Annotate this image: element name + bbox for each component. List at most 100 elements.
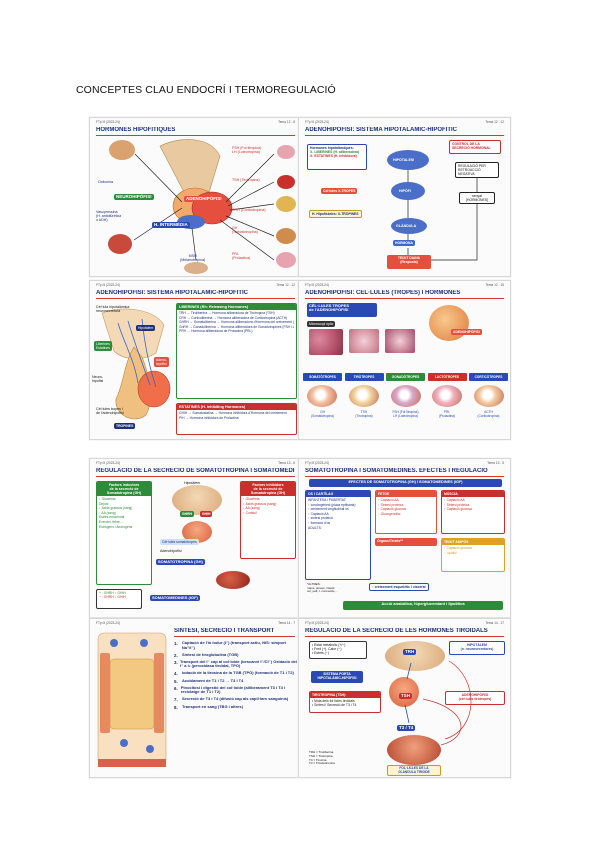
liberina-item: CRH → Corticoliberina → Hormona allibera…: [179, 315, 288, 320]
hipofisi-node: [391, 182, 425, 200]
inhibidors-list: ↑ Glucèmia↑ Àcids grassos (sang)↓ AA (sa…: [241, 496, 295, 516]
adeno-tag: ADENOHIPÒFISI: [451, 329, 482, 335]
fetge-panel: FETGE ↑ Captació AA↑ Síntesi proteica↑ C…: [375, 490, 437, 534]
label-oxitocina: Oxitocina: [98, 180, 113, 184]
estatina-item: PIH → Hormona inhibidora de Prolactina: [179, 415, 239, 420]
pituitary-illustration: [108, 139, 296, 274]
liberines-header: LIBERINES (Rh: Releasing Hormones): [177, 304, 296, 310]
slide-cellules-tropes: FTp III (2023-24)Tema 12 - 15 ADENOHIPÒF…: [298, 280, 511, 440]
hipofisi-label: HIPÒFI: [399, 189, 411, 193]
slide-title: SÍNTESI, SECRECIÓ I TRANSPORT: [174, 628, 295, 637]
inhibidor-item: ↓ AA (sang): [243, 506, 260, 511]
thyroid-drawing: [387, 735, 441, 765]
step-item: 2.Síntesi de tiroglobulina (TGB): [174, 651, 298, 658]
inductor-item: ↓ Àcids grassos (sang): [99, 506, 133, 511]
slide-regulacio-tiroidals: FTp III (2023-24)Tema 14 - 17 REGULACIÓ …: [298, 618, 511, 778]
step-item: 6.Pinocitosi i digestió del col·loide (a…: [174, 685, 298, 695]
slide-tema: Tema 12 - 8: [278, 120, 295, 124]
os-item: ↑ condrogènesi (placa epifisària): [308, 502, 356, 507]
flow-arrows: [407, 170, 478, 261]
accio-banner: Acció anabòlica, hiperglucemiant i lipol…: [343, 601, 503, 610]
hipotalem-node: [387, 150, 429, 170]
adipos-list: ↑ Captació glucosa↑ Lipòlisi: [442, 545, 504, 556]
estatines-header: ESTATINES (H. inhibiting Hormones): [177, 404, 296, 410]
os-item: ADULTS:: [308, 525, 322, 530]
step-text: Acoblament de T1 i T2 → T3 i T4: [182, 677, 244, 683]
slide-efectes-somatotropina: FTp III (2023-24)Tema 13 - 5 SOMATOTROPI…: [298, 458, 511, 618]
inductor-item: Estrògens i Andrògens: [99, 524, 133, 529]
estatines-panel: ESTATINES (H. inhibiting Hormones) GHIH …: [176, 403, 297, 435]
adeno-tag: ADENOHIPÒFISI (cèl·lules tiròtropes): [445, 691, 505, 705]
muscul-item: ↑ Captació glucosa: [444, 507, 472, 512]
hipotalem-tag: HIPOTÀLEM (n. neurosecretores): [449, 641, 505, 655]
step-number: 5.: [174, 678, 178, 684]
micrograph: [309, 329, 343, 355]
slide-hormones-hipofitiques: FTp III (2023-24)Tema 12 - 8 HORMONES HI…: [89, 117, 302, 277]
cell-image: [432, 385, 463, 407]
legend-negative: − : GHRH ↓ GHIH: [99, 595, 126, 599]
cell-type-label: TIRÒTROPES: [344, 373, 384, 381]
cell-images-row: [303, 385, 508, 407]
slide-course: FTp III (2023-24): [96, 283, 120, 287]
os-item: ↑ síntesi proteica: [308, 516, 333, 521]
hipotalem-label: HIPOTALEM: [393, 158, 414, 162]
neuro-label: Neuro- hipofisi: [92, 375, 104, 384]
tirotropina-items: • Mida dels fol·licles tiroïdals • Sínte…: [312, 699, 357, 707]
slide-course: FTp III (2023-24): [305, 621, 329, 625]
slide-tema: Tema 14 - 7: [278, 621, 295, 625]
capil-label: Capil·lar sanguini: [134, 769, 158, 773]
estatina-item: GHIH → Somatostatina → Hormona inhibidor…: [179, 411, 287, 415]
fetge-item: ↑ Glucogenòlisi: [378, 511, 401, 516]
legend-box: + : GHRH ↑ GHIH − : GHRH ↓ GHIH: [96, 589, 142, 609]
muscul-list: ↑ Captació AA↑ Síntesi proteica↑ Captaci…: [442, 497, 504, 513]
tropines-tag: TROPINES: [114, 423, 136, 429]
label-prl: PRL (Prolactina): [232, 252, 251, 261]
os-header: OS I CARTÍLAG: [306, 491, 370, 497]
step-text: Captació de l'iò iodur (I⁻) (transport a…: [181, 640, 286, 650]
slide-course: FTp III (2023-24): [305, 461, 329, 465]
os-list: INFANTESA i PUBERTAT:↑ condrogènesi (pla…: [306, 497, 370, 531]
fetge-list: ↑ Captació AA↑ Síntesi proteica↑ Captaci…: [376, 497, 436, 517]
inhibidor-item: ↑ Àcids grassos (sang): [243, 501, 277, 506]
cel-tropes-banner: CÈL·LULES TROPES de l'ADENOHIPÒFISI: [307, 303, 377, 317]
hormone-label: TSH (Tirotropina): [355, 410, 373, 418]
sistema-tag: SISTEMA PORTA HIPOTALÀMIC-HIPÒFISI: [311, 671, 363, 683]
adipos-item: ↑ Lipòlisi: [444, 550, 457, 555]
slide-title: HORMONES HIPOFÍTIQUES: [96, 127, 295, 136]
liver-drawing: [216, 571, 250, 589]
slide-tema: Tema 13 - 6: [278, 461, 295, 465]
t3t4-tag: T3 / T4: [397, 725, 416, 731]
step-number: 7.: [174, 697, 178, 703]
inductor-item: Dejuni: [99, 501, 109, 506]
legend-text: TRH = Tiroliberina TSH = Tirotropina T4 …: [309, 750, 335, 766]
os-item: ↑ Captació AA: [308, 511, 329, 516]
hormone-label: ACTH (Corticotropina): [477, 410, 500, 418]
slide-title: ADENOHIPÒFISI: SISTEMA HIPOTALÀMIC-HIPOF…: [96, 290, 295, 299]
label-adenohipofisi: ADENOHIPÒFISI: [184, 196, 224, 202]
muscul-item: ↑ Síntesi proteica: [444, 502, 470, 507]
muscul-panel: MÚSCUL ↑ Captació AA↑ Síntesi proteica↑ …: [441, 490, 505, 534]
inhibidor-item: ↑ Cortisol: [243, 510, 257, 515]
step-number: 3.: [174, 659, 178, 665]
step-number: 4.: [174, 671, 178, 677]
hormone-label: FSH (Fol·litropina) LH (Luteotropina): [392, 410, 419, 418]
liberina-item: GHRH → Somatoliberina → Hormona allibera…: [179, 320, 294, 325]
step-text: Síntesi de tiroglobulina (TGB): [182, 651, 239, 657]
follicle-illustration: [97, 632, 167, 767]
slide-title: ADENOHIPÒFISI: SISTEMA HIPOTALÀMIC-HIPOF…: [305, 127, 504, 136]
inductor-item: ↑ AA (sang): [99, 510, 116, 515]
label-tsh: TSH (Tirotropina): [232, 178, 260, 182]
xtropines-box: H. Hipofisàries: X-TROPINES: [309, 210, 362, 218]
step-text: Transport en sang (TBG i altres): [182, 703, 243, 709]
fetge-item: ↑ Captació AA: [378, 498, 399, 502]
tsh-tag: TSH: [399, 693, 412, 699]
hormona-box: HORMONA: [393, 240, 415, 246]
slide-regulacio-somatotropina: FTp III (2023-24)Tema 13 - 6 REGULACIÓ D…: [89, 458, 302, 618]
tropes-label: Cèl·lules tropes i de l'adenohipòfisi: [96, 407, 124, 416]
step-item: 1.Captació de l'iò iodur (I⁻) (transport…: [174, 640, 298, 650]
slide-title: REGULACIÓ DE LA SECRECIÓ DE SOMATOTROPIN…: [96, 468, 295, 477]
inhibidors-panel: Factors inhibidors de la secreció de Som…: [240, 481, 296, 559]
cel-label: Cèl·lula hipotalàmica neurosecretora: [96, 305, 130, 314]
adeno-drawing: [182, 521, 212, 543]
